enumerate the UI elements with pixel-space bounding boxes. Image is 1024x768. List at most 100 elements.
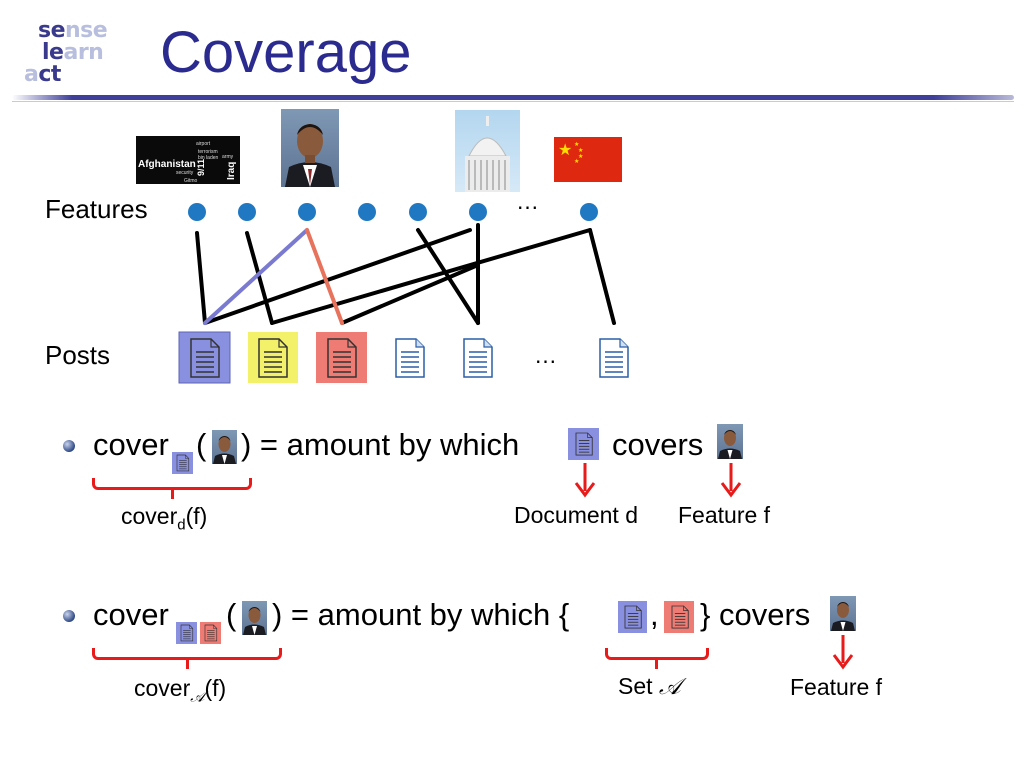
formula-2-under-label: cover𝒜(f) (134, 675, 226, 706)
formula-2-comma: , (650, 597, 659, 632)
set-label-symbol: 𝒜 (658, 674, 681, 700)
bullet-2 (63, 610, 75, 622)
word-cloud-word: terrorism (198, 149, 218, 155)
posts-row (178, 331, 629, 384)
document-d-label: Document d (514, 502, 639, 528)
post-document (463, 338, 493, 378)
formula-1-open-paren: ( (196, 427, 207, 462)
features-label: Features (45, 194, 148, 224)
logo-text: nse (65, 18, 108, 43)
obama-portrait-icon (830, 596, 856, 631)
word-cloud-word: 9/11 (196, 159, 206, 176)
set-doc-purple-icon (618, 601, 647, 633)
formula-1-under-label: coverd(f) (121, 503, 207, 534)
feature-node (298, 203, 316, 221)
posts-label: Posts (45, 340, 111, 370)
edge (340, 263, 480, 325)
under-label-tail: (f) (185, 503, 208, 529)
china-flag: ★ ★ ★ ★ ★ (554, 137, 622, 182)
capitol-dome-graphic (465, 116, 510, 192)
formula-2-close: } covers (700, 597, 811, 632)
formula-1-doc-subscript-icon (172, 452, 193, 474)
formula-2-cover: cover (93, 597, 169, 632)
features-ellipsis: … (516, 188, 539, 214)
obama-portrait-icon (212, 430, 237, 464)
feature-f-label: Feature f (678, 502, 771, 528)
obama-portrait-icon (717, 424, 743, 459)
obama-portrait-icon (242, 601, 267, 635)
under-label-main: cover (121, 503, 178, 529)
svg-text:★: ★ (574, 141, 579, 148)
word-cloud-word: Gitmo (184, 178, 198, 184)
slide-title: Coverage (160, 20, 412, 85)
down-arrow-icon (832, 635, 854, 670)
word-cloud-graphic: Afghanistan airport terrorism army bin l… (138, 141, 237, 184)
obama-portrait (281, 109, 339, 187)
formula-1-covers: covers (612, 427, 704, 462)
formula-2-bracket-stem (186, 659, 189, 669)
post-document (599, 338, 629, 378)
feature-node (188, 203, 206, 221)
feature-f-label-2: Feature f (790, 674, 883, 700)
formula-2-doc-subscript-purple (176, 622, 197, 644)
document-d-icon (568, 428, 599, 460)
logo-text: a (24, 62, 39, 87)
word-cloud-word: army (222, 154, 234, 160)
edge-highlight-purple (203, 228, 309, 325)
feature-node (358, 203, 376, 221)
logo-text: arn (63, 40, 104, 65)
edge (416, 228, 480, 325)
down-arrow-icon (574, 463, 596, 498)
formula-2-bracket (92, 648, 282, 660)
feature-node (409, 203, 427, 221)
title-underline-thin (12, 101, 1014, 102)
posts-ellipsis: … (534, 342, 557, 368)
set-bracket-stem (655, 659, 658, 669)
logo: sense learn act (22, 20, 132, 90)
edge (588, 228, 616, 325)
portrait-graphic (285, 124, 335, 187)
formula-2-doc-subscript-red (200, 622, 221, 644)
formula-2-open-paren: ( (226, 597, 237, 632)
word-cloud-main: Afghanistan (138, 159, 196, 170)
word-cloud-word: airport (196, 141, 211, 147)
svg-text:★: ★ (574, 158, 579, 165)
logo-text: le (42, 40, 64, 65)
bipartite-graph (188, 203, 616, 325)
formula-1-bracket-stem (171, 489, 174, 499)
svg-text:★: ★ (558, 140, 572, 159)
formula-1-text: ) = amount by which (241, 427, 520, 462)
set-doc-red-icon (664, 601, 694, 633)
word-cloud-thumbnail: Afghanistan airport terrorism army bin l… (136, 136, 240, 184)
feature-node (238, 203, 256, 221)
svg-text:★: ★ (578, 153, 583, 160)
set-bracket (605, 648, 709, 660)
post-document (395, 338, 425, 378)
formula-1-bracket (92, 478, 252, 490)
logo-text: ct (38, 62, 61, 87)
edge (245, 231, 274, 325)
under-label-sub: 𝒜 (190, 688, 205, 706)
set-a-label: Set 𝒜 (618, 673, 681, 700)
word-cloud-word: Iraq (226, 162, 237, 180)
under-label-sub: d (177, 516, 186, 534)
title-underline (12, 95, 1014, 100)
china-flag-graphic: ★ ★ ★ ★ ★ (558, 140, 583, 165)
capitol-dome-image (455, 110, 520, 192)
formula-2-text: ) = amount by which { (272, 597, 570, 632)
feature-node (580, 203, 598, 221)
under-label-tail: (f) (204, 675, 227, 701)
bullet-1 (63, 440, 75, 452)
feature-node (469, 203, 487, 221)
edge (195, 231, 207, 325)
formula-1-cover: cover (93, 427, 169, 462)
logo-text: se (38, 18, 66, 43)
word-cloud-word: bin laden (198, 155, 219, 161)
down-arrow-icon (720, 463, 742, 498)
edge (270, 228, 592, 325)
edge-highlight-orange (305, 228, 344, 325)
under-label-main: cover (134, 675, 191, 701)
svg-text:★: ★ (578, 147, 583, 154)
word-cloud-word: security (176, 170, 194, 176)
set-label-text: Set (618, 673, 653, 699)
